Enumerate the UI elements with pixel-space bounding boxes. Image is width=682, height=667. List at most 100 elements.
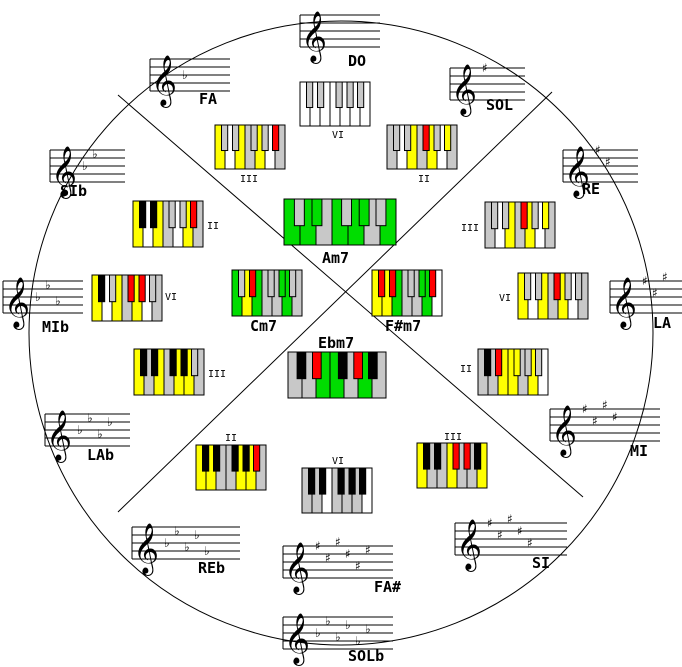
- black-key: [335, 81, 343, 109]
- black-key: [337, 351, 348, 380]
- sharp-icon: ♯: [482, 61, 488, 75]
- keyboard-top-vi: [299, 81, 371, 127]
- treble-clef-icon: 𝄞: [551, 405, 577, 458]
- sharp-icon: ♯: [642, 274, 648, 288]
- degree-left-iii: III: [208, 369, 226, 380]
- key-signature-staff-sol: 𝄞♯: [449, 61, 525, 117]
- treble-clef-icon: 𝄞: [46, 410, 72, 463]
- black-key: [191, 348, 199, 377]
- sharp-icon: ♯: [365, 543, 371, 557]
- black-key: [491, 201, 499, 230]
- black-key: [393, 124, 401, 152]
- sharp-icon: ♯: [592, 414, 598, 428]
- flat-icon: ♭: [315, 626, 321, 640]
- keyboard-ebm7: [287, 351, 387, 399]
- black-key: [278, 269, 286, 298]
- sharp-icon: ♯: [335, 535, 341, 549]
- sharp-icon: ♯: [582, 402, 588, 416]
- black-key: [180, 348, 188, 377]
- black-key: [474, 442, 482, 470]
- black-key: [150, 200, 158, 229]
- flat-icon: ♭: [92, 147, 98, 161]
- black-key: [423, 442, 431, 470]
- treble-clef-icon: 𝄞: [133, 523, 159, 576]
- sharp-icon: ♯: [507, 512, 513, 526]
- black-key: [520, 201, 528, 230]
- black-key: [368, 351, 378, 380]
- black-key: [341, 198, 353, 227]
- sharp-icon: ♯: [595, 143, 601, 157]
- diagonal-line-a: [117, 94, 584, 498]
- black-key: [359, 467, 367, 495]
- black-key: [308, 467, 316, 495]
- key-signature-staff-re: 𝄞♯♯: [562, 143, 638, 199]
- flat-icon: ♭: [204, 544, 210, 558]
- treble-clef-icon: 𝄞: [456, 519, 482, 572]
- key-signature-staff-reb: 𝄞♭♭♭♭♭: [131, 523, 240, 576]
- key-signature-staff-la: 𝄞♯♯♯: [609, 270, 682, 330]
- key-signature-staff-si: 𝄞♯♯♯♯♯: [454, 512, 567, 572]
- keyboard-bottom-ii: [195, 444, 267, 491]
- sharp-icon: ♯: [602, 398, 608, 412]
- keyboard-fsm7: [371, 269, 443, 317]
- black-key: [267, 269, 275, 298]
- black-key: [495, 348, 503, 377]
- black-key: [151, 348, 159, 377]
- black-key: [422, 124, 430, 152]
- black-key: [138, 274, 146, 303]
- black-key: [348, 467, 356, 495]
- label-reb: REb: [198, 559, 225, 577]
- chord-label-am7: Am7: [322, 249, 349, 267]
- sharp-icon: ♯: [662, 270, 668, 284]
- label-solb: SOLb: [348, 647, 384, 665]
- label-la: LA: [653, 314, 671, 332]
- label-sib: SIb: [60, 182, 87, 200]
- black-key: [346, 81, 354, 109]
- black-key: [253, 444, 261, 472]
- keyboard-am7: [283, 198, 397, 246]
- black-key: [404, 124, 412, 152]
- flat-icon: ♭: [182, 68, 188, 82]
- degree-top-vi: VI: [332, 130, 344, 141]
- degree-bottom-vi: VI: [332, 456, 344, 467]
- black-key: [524, 272, 532, 301]
- black-key: [484, 348, 492, 377]
- black-key: [231, 444, 239, 472]
- key-signature-staff-solb: 𝄞♭♭♭♭♭♭: [282, 613, 393, 666]
- black-key: [98, 274, 106, 303]
- label-lab: LAb: [87, 446, 114, 464]
- black-key: [433, 124, 441, 152]
- degree-bottom-ii: II: [225, 433, 237, 444]
- keyboard-top-iii: [214, 124, 286, 170]
- black-key: [553, 272, 561, 301]
- black-key: [375, 198, 387, 227]
- black-key: [238, 269, 246, 298]
- black-key: [513, 348, 521, 377]
- flat-icon: ♭: [45, 278, 51, 292]
- black-key: [575, 272, 583, 301]
- flat-icon: ♭: [164, 536, 170, 550]
- black-key: [242, 444, 250, 472]
- flat-icon: ♭: [335, 630, 341, 644]
- black-key: [418, 269, 426, 298]
- black-key: [542, 201, 550, 230]
- black-key: [149, 274, 157, 303]
- treble-clef-icon: 𝄞: [4, 277, 30, 330]
- label-sol: SOL: [486, 96, 513, 114]
- keyboard-left-vi: [91, 274, 163, 322]
- flat-icon: ♭: [35, 290, 41, 304]
- black-key: [452, 442, 460, 470]
- keyboard-right-iii: [484, 201, 556, 249]
- black-key: [261, 124, 269, 152]
- black-key: [535, 348, 543, 377]
- label-mi: MI: [630, 442, 648, 460]
- degree-left-vi: VI: [165, 292, 177, 303]
- degree-top-ii: II: [418, 174, 430, 185]
- black-key: [306, 81, 314, 109]
- sharp-icon: ♯: [527, 536, 533, 550]
- black-key: [357, 81, 365, 109]
- label-mib: MIb: [42, 318, 69, 336]
- sharp-icon: ♯: [345, 547, 351, 561]
- black-key: [358, 198, 370, 227]
